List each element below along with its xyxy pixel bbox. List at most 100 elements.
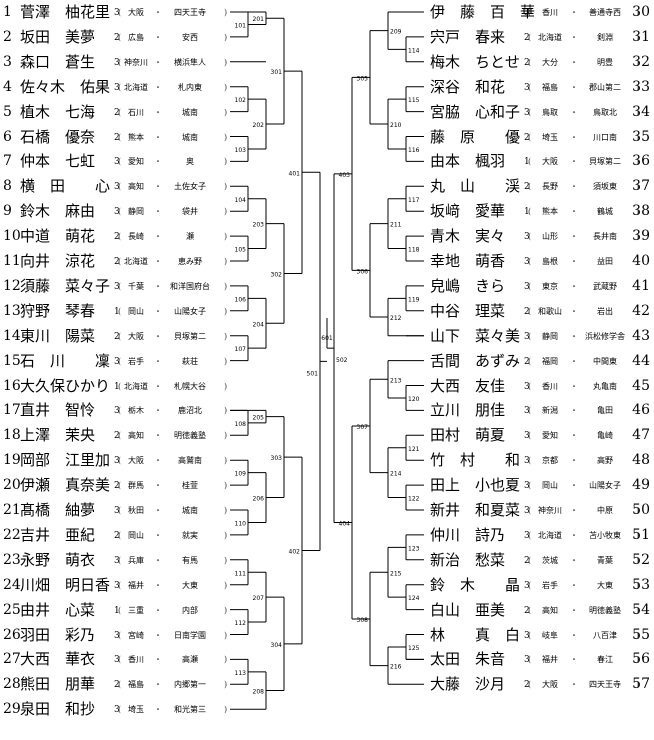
player-grade: 3	[114, 82, 120, 93]
player-school: 明徳義塾	[589, 605, 621, 615]
player-prefecture: 兵庫	[128, 555, 144, 565]
player-school: 亀田	[597, 406, 613, 416]
match-number: 401	[289, 170, 301, 177]
player-grade: 2	[114, 331, 120, 342]
open-paren: (	[118, 705, 122, 715]
open-paren: (	[118, 281, 122, 291]
player-grade: 1	[524, 157, 530, 168]
match-number: 306	[357, 268, 369, 275]
player-school: 袋井	[182, 207, 198, 217]
seed-number: 38	[632, 203, 650, 220]
seed-number: 2	[3, 28, 12, 45]
player-prefecture: 宮崎	[128, 630, 144, 640]
player-name: 大久保ひかり	[20, 376, 111, 395]
player-prefecture: 埼玉	[128, 705, 144, 715]
player-name: 白山 亜美	[430, 600, 506, 619]
separator-dot: ・	[154, 580, 162, 590]
match-number: 123	[408, 545, 420, 552]
open-paren: (	[528, 207, 532, 217]
seed-number: 4	[3, 78, 12, 95]
player-name: 山下 菜々美	[430, 326, 521, 345]
close-paren: )	[636, 381, 640, 391]
close-paren: )	[636, 555, 640, 565]
separator-dot: ・	[154, 530, 162, 540]
separator-dot: ・	[154, 481, 162, 491]
player-grade: 2	[524, 32, 530, 43]
open-paren: (	[118, 680, 122, 690]
player-school: 八百津	[593, 630, 617, 640]
player-grade: 3	[524, 281, 530, 292]
seed-number: 9	[3, 203, 12, 220]
close-paren: )	[224, 680, 228, 690]
player-prefecture: 千葉	[128, 281, 144, 291]
open-paren: (	[118, 506, 122, 515]
close-paren: )	[636, 431, 640, 441]
player-grade: 3	[114, 281, 120, 292]
separator-dot: ・	[570, 257, 578, 266]
player-name: 向井 涼花	[20, 252, 96, 270]
separator-dot: ・	[570, 406, 578, 416]
seed-number: 5	[3, 103, 12, 120]
close-paren: )	[636, 481, 640, 491]
player-grade: 3	[524, 655, 530, 666]
match-number: 308	[357, 617, 369, 624]
player-name: 宮脇 心和子	[430, 102, 521, 121]
seed-number: 46	[632, 402, 650, 419]
seed-number: 10	[3, 228, 21, 245]
player-school: 瀬	[186, 232, 194, 242]
match-number: 114	[408, 47, 420, 54]
seed-number: 47	[632, 427, 650, 444]
seed-number: 27	[3, 651, 21, 668]
separator-dot: ・	[570, 207, 578, 217]
player-grade: 3	[524, 232, 530, 243]
player-name: 横 田 心	[20, 177, 111, 196]
close-paren: )	[224, 506, 228, 515]
close-paren: )	[636, 530, 640, 540]
seed-number: 19	[3, 452, 21, 469]
separator-dot: ・	[570, 580, 578, 590]
close-paren: )	[224, 605, 228, 615]
match-number: 404	[339, 520, 351, 527]
open-paren: (	[528, 431, 532, 441]
player-name: 新井 和夏菜	[430, 501, 521, 519]
seed-number: 45	[632, 377, 650, 394]
player-grade: 3	[524, 630, 530, 641]
close-paren: )	[224, 132, 228, 142]
match-number: 210	[390, 122, 402, 129]
close-paren: )	[224, 431, 228, 441]
player-name: 須藤 菜々子	[20, 276, 111, 295]
player-grade: 2	[114, 431, 120, 442]
open-paren: (	[528, 32, 532, 42]
close-paren: )	[224, 182, 228, 192]
close-paren: )	[636, 8, 640, 17]
player-name: 永野 萌衣	[20, 550, 96, 569]
separator-dot: ・	[154, 431, 162, 441]
player-grade: 2	[114, 481, 120, 492]
player-school: 鶴城	[597, 207, 613, 217]
close-paren: )	[636, 506, 640, 515]
close-paren: )	[224, 655, 228, 665]
player-grade: 3	[524, 406, 530, 417]
seed-number: 36	[632, 153, 650, 170]
player-school: 川口南	[593, 132, 617, 142]
player-grade: 2	[524, 555, 530, 566]
player-grade: 2	[524, 306, 530, 317]
separator-dot: ・	[154, 406, 162, 416]
player-prefecture: 岩手	[128, 356, 144, 366]
seed-number: 55	[632, 626, 650, 643]
match-number: 216	[390, 664, 402, 671]
match-number: 305	[357, 75, 369, 82]
seed-number: 25	[3, 601, 21, 618]
